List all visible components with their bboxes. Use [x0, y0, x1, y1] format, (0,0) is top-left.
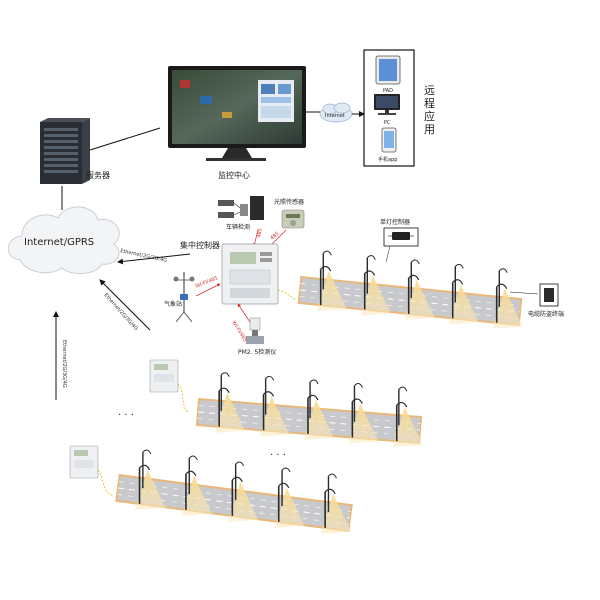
- light-cone-2-4: [392, 407, 423, 448]
- lamp-arm-2-2: [307, 394, 319, 401]
- lamp-arm-1-1: [364, 270, 376, 276]
- weather-station-icon: [173, 272, 195, 323]
- pc-icon: [374, 94, 400, 115]
- light-cone-3-0: [135, 469, 166, 510]
- concentrator-cable: [277, 289, 297, 301]
- vehicle-detector-icon: [218, 196, 264, 220]
- light-cone-2-0: [215, 392, 246, 433]
- light-cone-1-3: [448, 284, 479, 325]
- ethernet-label-c: Ethernet/2G/3G/4G: [61, 340, 67, 388]
- remote-app-label: 远 程 应 用: [424, 84, 439, 136]
- lamp-arm-3-3: [278, 482, 290, 489]
- light-sensor-icon: [281, 209, 305, 229]
- light-cone-3-2: [228, 481, 259, 522]
- pm25-sensor-icon: [246, 317, 264, 344]
- lamp-arm-near-3-1: [188, 455, 198, 461]
- pc-label: PC: [384, 120, 391, 126]
- cable-terminal-label: 电缆防盗终端: [528, 310, 564, 318]
- sensor-link-label: 485: [269, 231, 280, 242]
- lamp-arm-near-2-3: [354, 383, 363, 388]
- lamp-arm-3-1: [185, 470, 197, 477]
- pm25-conc-link: [237, 303, 251, 323]
- cable-terminal-icon: [539, 283, 559, 307]
- cable-terminal-link: [509, 291, 539, 295]
- lamp-arm-2-0: [218, 387, 230, 394]
- weather-link-label: WI-FI/485: [195, 275, 219, 289]
- lamp-arm-near-1-2: [410, 259, 420, 265]
- lamp-arm-2-3: [351, 398, 363, 404]
- light-cone-2-1: [259, 396, 290, 437]
- weather-label: 气象站: [164, 300, 182, 308]
- server-rack: [40, 118, 90, 184]
- weather-conc-link: [195, 283, 221, 297]
- pm25-label: PM2. 5检测仪: [238, 348, 276, 356]
- light-cone-1-2: [404, 279, 435, 320]
- lamp-arm-near-3-2: [235, 461, 245, 467]
- remote-app-box: [363, 49, 415, 167]
- single-lamp-controller-icon: [383, 227, 419, 247]
- concentrator-device: [221, 243, 279, 305]
- internet-gprs-cloud: [7, 206, 120, 274]
- internet-small-label: Internet: [325, 113, 345, 119]
- internet-gprs-label: Internet/GPRS: [24, 237, 94, 248]
- light-cone-2-3: [348, 403, 379, 444]
- lamp-arm-1-4: [496, 283, 508, 290]
- monitor-label: 监控中心: [218, 170, 250, 180]
- concentrator-device-2: [149, 359, 179, 393]
- lamp-arm-2-4: [396, 402, 408, 408]
- monitor-screen: [168, 66, 306, 161]
- vehicle-conc-link: [252, 229, 259, 247]
- ellipsis-1: · · ·: [118, 410, 134, 421]
- pad-label: PAD: [383, 88, 393, 94]
- lamp-arm-1-2: [408, 274, 420, 281]
- server-monitor-link: [89, 127, 161, 151]
- vehicle-link-label: 485: [256, 228, 264, 239]
- lamp-arm-3-2: [231, 476, 243, 483]
- lamp-arm-near-2-1: [265, 375, 275, 381]
- lamp-arm-near-1-3: [454, 263, 464, 269]
- concentrator-device-3: [69, 445, 99, 479]
- lamp-arm-near-2-0: [220, 372, 230, 378]
- lamp-arm-1-0: [320, 266, 332, 272]
- lamp-arm-near-3-4: [328, 473, 337, 479]
- lamp-arm-1-3: [452, 279, 464, 285]
- internet-small-cloud: [319, 102, 353, 123]
- ellipsis-2: · · ·: [270, 450, 286, 461]
- lamp-arm-near-2-4: [398, 386, 408, 392]
- light-cone-3-3: [274, 487, 305, 528]
- single-lamp-label: 单灯控制器: [380, 218, 410, 226]
- light-cone-1-4: [492, 288, 523, 329]
- lamp-arm-near-1-1: [366, 255, 376, 260]
- ethernet-arrow-a: [117, 253, 191, 265]
- road-layer: [115, 250, 523, 534]
- ethernet-arrow-b: [99, 279, 151, 331]
- light-cone-3-1: [181, 475, 212, 516]
- light-cone-1-1: [360, 275, 391, 316]
- lamp-arm-near-2-2: [309, 379, 319, 385]
- phone-label: 手机app: [378, 156, 397, 163]
- single-lamp-pointer: [385, 245, 391, 263]
- ethernet-label-b: Ethernet/2G/3G/4G: [103, 292, 139, 332]
- ethernet-label-a: Ethernet/2G/3G/4G: [120, 248, 168, 264]
- lamp-arm-3-4: [324, 488, 336, 495]
- light-cone-1-0: [316, 271, 347, 312]
- lamp-arm-near-1-4: [498, 268, 508, 274]
- lamp-arm-near-3-0: [142, 449, 152, 455]
- pm25-link-label: WI-FI/485: [230, 320, 248, 343]
- lamp-arm-near-1-0: [322, 250, 332, 256]
- concentrator-2-cable: [177, 383, 189, 413]
- server-label: 服务器: [86, 170, 110, 180]
- light-cone-2-2: [303, 399, 334, 440]
- concentrator-3-cable: [97, 469, 115, 497]
- lamp-arm-3-0: [139, 464, 151, 471]
- lamp-arm-near-3-3: [281, 467, 291, 473]
- light-cone-3-4: [321, 493, 352, 534]
- lamp-arm-2-1: [263, 391, 275, 397]
- concentrator-label: 集中控制器: [180, 240, 220, 250]
- vehicle-detect-label: 车辆检测: [226, 223, 250, 231]
- light-sensor-label: 光照传感器: [274, 198, 304, 206]
